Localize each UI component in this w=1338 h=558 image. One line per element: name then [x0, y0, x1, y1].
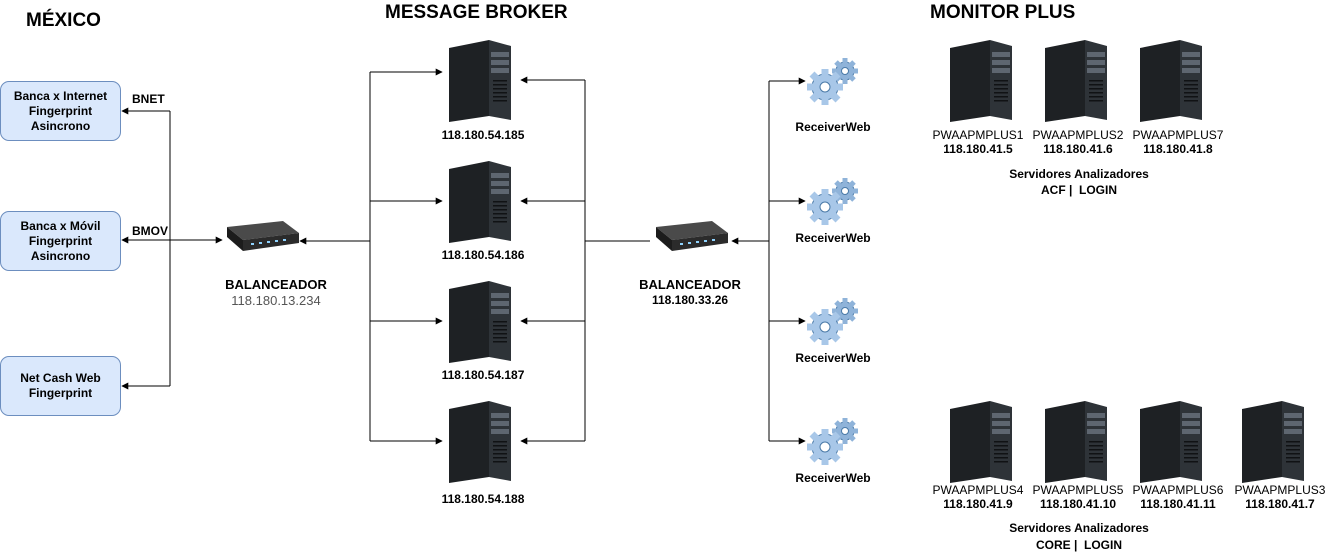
monitor-server-name: PWAAPMPLUS2: [1032, 128, 1124, 142]
broker-server-ip: 118.180.54.187: [441, 368, 525, 382]
server-tower-icon[interactable]: [449, 161, 511, 243]
monitor-server-ip: 118.180.41.10: [1039, 497, 1117, 511]
server-tower-icon[interactable]: [1140, 401, 1202, 483]
server-tower-icon[interactable]: [950, 40, 1012, 122]
gears-icon[interactable]: [805, 175, 861, 227]
server-tower-icon[interactable]: [449, 401, 511, 483]
monitor-server-name: PWAAPMPLUS5: [1032, 483, 1124, 497]
monitor-server-name: PWAAPMPLUS7: [1132, 128, 1224, 142]
group-acf-title: Servidores Analizadores: [1009, 167, 1149, 181]
monitor-server-name: PWAAPMPLUS1: [932, 128, 1024, 142]
group-core-title: Servidores Analizadores: [1009, 521, 1149, 535]
server-tower-icon[interactable]: [950, 401, 1012, 483]
monitor-server-ip: 118.180.41.6: [1043, 142, 1113, 156]
monitor-server-ip: 118.180.41.8: [1143, 142, 1213, 156]
balancer2-name: BALANCEADOR: [639, 277, 741, 292]
client-line: Banca x Móvil: [20, 218, 101, 233]
monitor-server-ip: 118.180.41.7: [1245, 497, 1315, 511]
broker-server-ip: 118.180.54.185: [441, 128, 525, 142]
gears-icon[interactable]: [805, 415, 861, 467]
heading-message-broker: MESSAGE BROKER: [385, 2, 568, 23]
server-tower-icon[interactable]: [1242, 401, 1304, 483]
client-banca-internet[interactable]: Banca x Internet Fingerprint Asincrono: [0, 81, 121, 141]
monitor-server-ip: 118.180.41.5: [943, 142, 1013, 156]
receiver-label: ReceiverWeb: [795, 351, 871, 365]
monitor-server-name: PWAAPMPLUS6: [1132, 483, 1224, 497]
client-banca-movil[interactable]: Banca x Móvil Fingerprint Asincrono: [0, 211, 121, 271]
server-tower-icon[interactable]: [1045, 401, 1107, 483]
server-tower-icon[interactable]: [449, 281, 511, 363]
edge-label-bmov: BMOV: [132, 224, 168, 238]
gears-icon[interactable]: [805, 55, 861, 107]
gears-icon[interactable]: [805, 295, 861, 347]
broker-server-ip: 118.180.54.186: [441, 248, 525, 262]
client-net-cash-web[interactable]: Net Cash Web Fingerprint: [0, 356, 121, 416]
monitor-server-ip: 118.180.41.9: [943, 497, 1013, 511]
group-acf-subtitle: ACF | LOGIN: [1040, 183, 1118, 197]
server-tower-icon[interactable]: [1140, 40, 1202, 122]
edge-label-bnet: BNET: [132, 92, 165, 106]
balancer1-ip: 118.180.13.234: [231, 293, 321, 308]
client-line: Asincrono: [30, 118, 91, 133]
receiver-label: ReceiverWeb: [795, 471, 871, 485]
balancer2-ip: 118.180.33.26: [651, 293, 729, 307]
client-line: Fingerprint: [28, 233, 93, 248]
server-tower-icon[interactable]: [449, 40, 511, 122]
client-line: Asincrono: [30, 248, 91, 263]
monitor-server-name: PWAAPMPLUS4: [932, 483, 1024, 497]
client-line: Net Cash Web: [20, 371, 101, 385]
group-core-subtitle: CORE | LOGIN: [1035, 538, 1123, 552]
monitor-server-ip: 118.180.41.11: [1140, 497, 1216, 511]
client-line: Banca x Internet: [13, 88, 108, 103]
balancer-router-icon[interactable]: [650, 218, 730, 254]
heading-monitor-plus: MONITOR PLUS: [930, 2, 1076, 23]
broker-server-ip: 118.180.54.188: [441, 492, 525, 506]
client-line: Fingerprint: [28, 103, 93, 118]
monitor-server-name: PWAAPMPLUS3: [1234, 483, 1326, 497]
server-tower-icon[interactable]: [1045, 40, 1107, 122]
receiver-label: ReceiverWeb: [795, 120, 871, 134]
client-line: Fingerprint: [28, 386, 93, 400]
heading-mexico: MÉXICO: [26, 10, 101, 31]
balancer1-name: BALANCEADOR: [225, 277, 327, 292]
balancer-router-icon[interactable]: [221, 218, 301, 254]
receiver-label: ReceiverWeb: [795, 231, 871, 245]
